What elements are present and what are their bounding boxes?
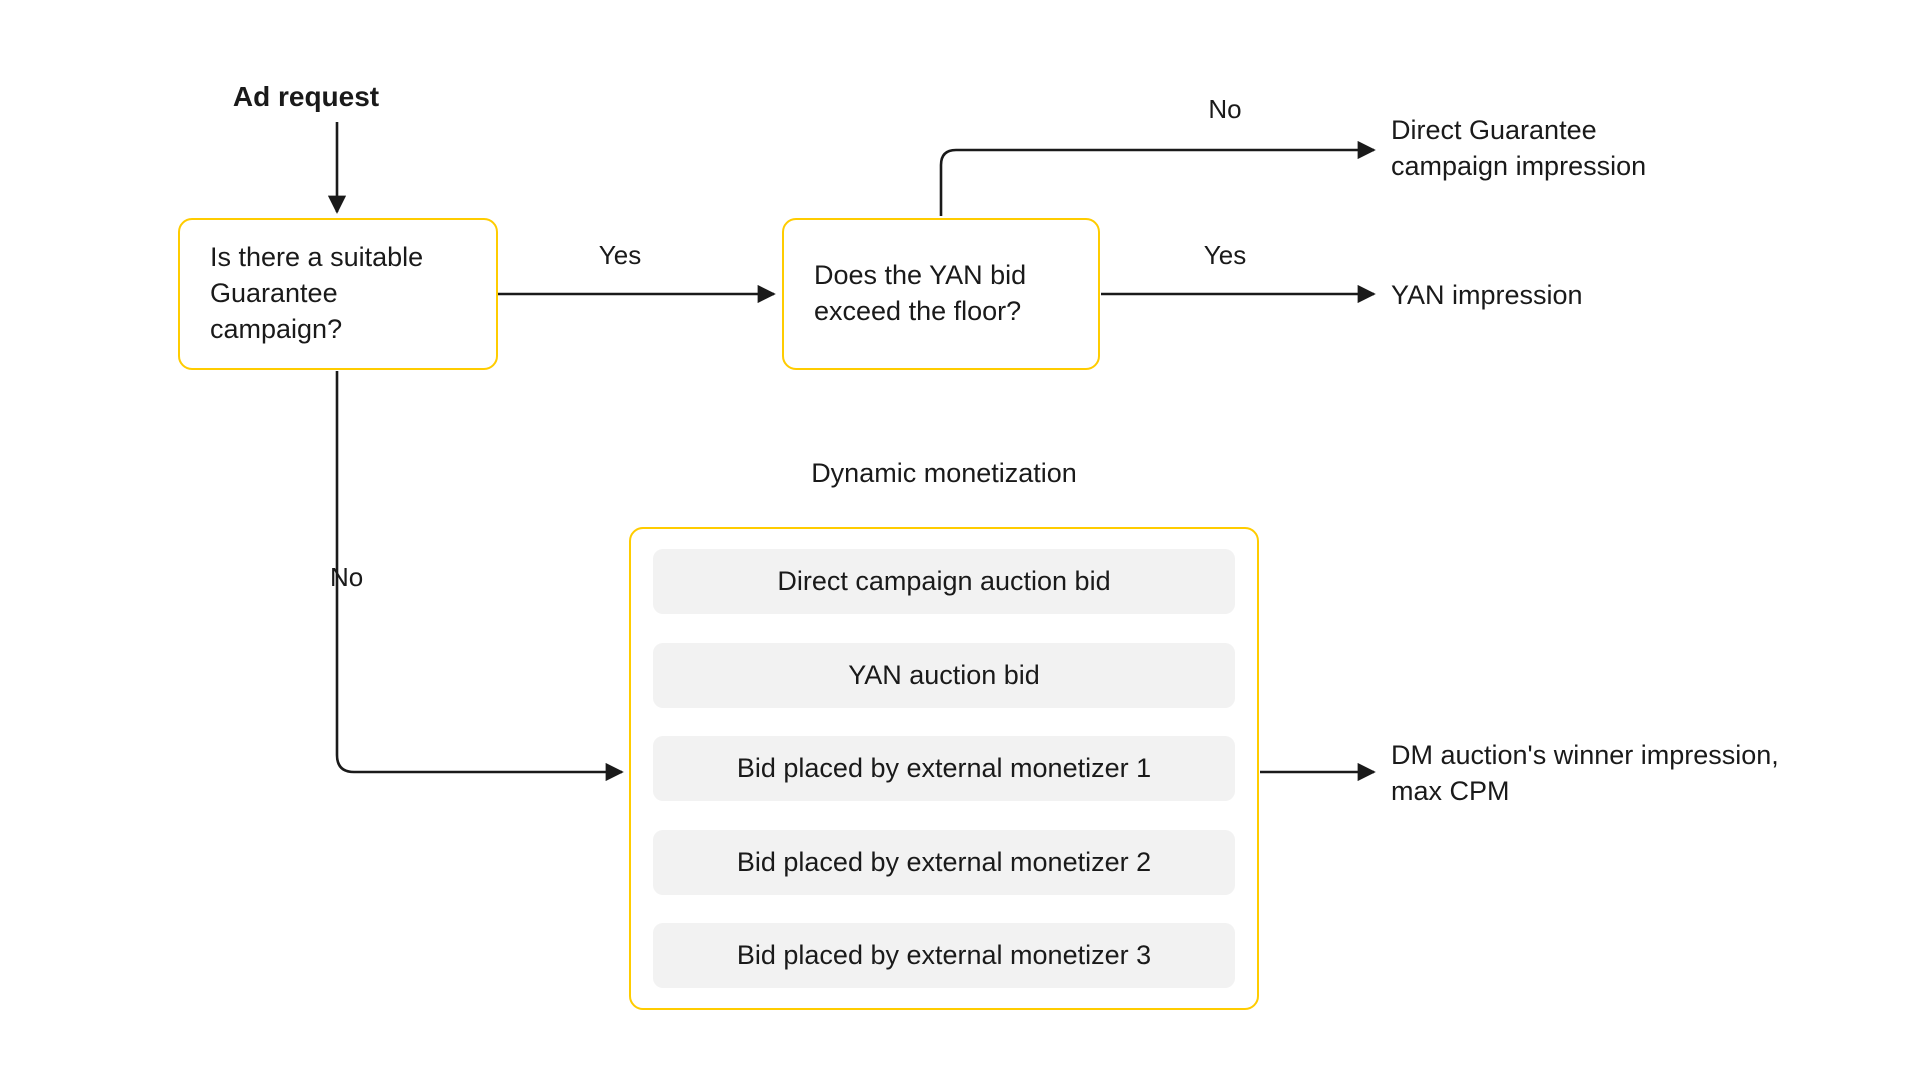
outcome-direct-guarantee-impression: Direct Guarantee campaign impression [1391, 115, 1647, 181]
edge-label-yan-floor-no: No [1208, 94, 1242, 124]
dynamic-monetization-caption: Dynamic monetization [811, 458, 1077, 488]
entry-label-ad-request: Ad request [232, 81, 380, 112]
dm-bid-row[interactable]: Bid placed by external monetizer 1 [653, 736, 1235, 801]
edge-label-guarantee-no: No [330, 562, 364, 592]
dm-bid-row[interactable]: Bid placed by external monetizer 2 [653, 829, 1235, 895]
decision-node-yan-floor[interactable]: Does the YAN bid exceed the floor? [782, 218, 1100, 370]
decision-node-guarantee-campaign-text: Is there a suitable Guarantee campaign? [210, 242, 424, 344]
dm-bid-row[interactable]: Direct campaign auction bid [653, 549, 1235, 614]
edge-label-guarantee-yes: Yes [598, 240, 642, 270]
dm-bid-row[interactable]: Bid placed by external monetizer 3 [653, 923, 1235, 988]
edge-yanfloor-no-to-direct-guarantee [939, 140, 1376, 216]
outcome-yan-impression: YAN impression [1391, 280, 1583, 310]
dynamic-monetization-group[interactable]: Direct campaign auction bid YAN auction … [629, 527, 1259, 1010]
edge-label-yan-floor-yes: Yes [1203, 240, 1247, 270]
outcome-dm-auction-winner-impression: DM auction's winner impression, max CPM [1391, 740, 1779, 806]
decision-node-guarantee-campaign[interactable]: Is there a suitable Guarantee campaign? [178, 218, 498, 370]
decision-node-yan-floor-text: Does the YAN bid exceed the floor? [814, 260, 1027, 326]
dm-bid-row[interactable]: YAN auction bid [653, 642, 1235, 708]
